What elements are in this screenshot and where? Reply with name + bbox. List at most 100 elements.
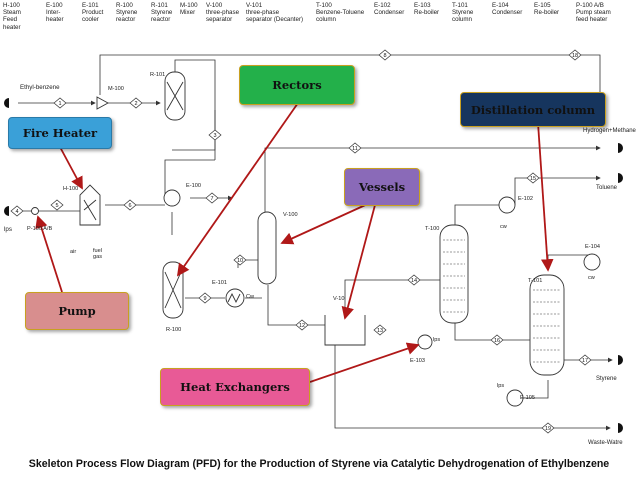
stream-marker-3: 3 <box>208 129 222 141</box>
stream-marker-18: 18 <box>568 49 582 61</box>
stream-number-19: 19 <box>545 426 551 432</box>
stream-marker-6: 6 <box>123 199 137 211</box>
stream-number-13: 13 <box>377 328 383 334</box>
legend-item-m-100: M-100 Mixer <box>180 2 198 17</box>
legend-item-r-101: R-101 Styrene reactor <box>151 2 173 24</box>
equip-label-h100: H-100 <box>63 186 79 192</box>
stream-marker-17: 17 <box>578 354 592 366</box>
legend-item-v-100: V-100 three-phase separator <box>206 2 240 24</box>
arrow-heat-exchangers <box>309 342 420 383</box>
stream-label-toluene: Toluene <box>596 185 618 191</box>
stream-marker-2: 2 <box>129 97 143 109</box>
vessel-v101-shape <box>324 315 366 346</box>
stream-marker-12: 12 <box>295 319 309 331</box>
stream-number-4: 4 <box>15 209 18 215</box>
stream-label-waste-water: Waste-Watre <box>588 440 623 446</box>
terminator-waste-water <box>618 423 623 433</box>
stream-marker-9: 9 <box>198 292 212 304</box>
terminator-lps <box>4 206 9 216</box>
stream-marker-11: 11 <box>348 142 362 154</box>
stream-marker-10: 10 <box>233 254 247 266</box>
terminator-ethylbenzene <box>4 98 9 108</box>
stream-number-15: 15 <box>530 176 536 182</box>
utility-label-cw-e104: cw <box>588 275 595 281</box>
exchanger-e103-shape <box>417 334 433 350</box>
legend-item-v-101: V-101 three-phase separator (Decanter) <box>246 2 304 24</box>
equip-label-m100: M-100 <box>108 86 124 92</box>
stream-marker-15: 15 <box>526 172 540 184</box>
stream-marker-13: 13 <box>373 324 387 336</box>
vessel-v100-shape <box>257 211 277 285</box>
stream-marker-8: 8 <box>378 49 392 61</box>
exchanger-e104-shape <box>583 253 601 271</box>
stream-number-11: 11 <box>352 146 358 152</box>
stream-marker-14: 14 <box>407 274 421 286</box>
stream-number-3: 3 <box>213 133 216 139</box>
legend-item-e-102: E-102 Condenser <box>374 2 405 17</box>
legend-item-r-100: R-100 Styrene reactor <box>116 2 138 24</box>
stream-number-1: 1 <box>58 101 61 107</box>
equip-label-e104: E-104 <box>585 244 600 250</box>
legend-item-h-100: H-100 Steam Feed heater <box>3 2 21 31</box>
stream-marker-1: 1 <box>53 97 67 109</box>
legend-item-t-100: T-100 Benzene-Toluene column <box>316 2 365 24</box>
arrow-pump <box>35 215 63 293</box>
equip-label-e100: E-100 <box>186 183 201 189</box>
stream-marker-16: 16 <box>490 334 504 346</box>
equip-label-r101: R-101 <box>150 72 166 78</box>
equip-label-t100: T-100 <box>425 226 440 232</box>
legend-item-e-100: E-100 Inter- heater <box>46 2 64 24</box>
callout-fire-heater: Fire Heater <box>8 117 112 149</box>
reactor-r101-bed <box>166 81 184 111</box>
utility-label-fuel-gas: fuel gas <box>93 248 103 260</box>
column-t100-shape <box>439 224 469 324</box>
arrow-rectors <box>176 102 299 277</box>
arrow-fire-heater <box>59 146 83 190</box>
stream-number-10: 10 <box>237 258 243 264</box>
legend-item-e-103: E-103 Re-boiler <box>414 2 440 17</box>
stream-label-ethylbenzene: Ethyl-benzene <box>20 84 60 91</box>
reactor-r100-bed <box>164 271 182 309</box>
arrow-vessels-2 <box>341 204 376 320</box>
callout-heat-exchangers: Heat Exchangers <box>160 368 310 406</box>
stream-number-5: 5 <box>55 203 58 209</box>
stream-marker-4: 4 <box>10 205 24 217</box>
exchanger-e105-shape <box>506 389 524 407</box>
equip-label-e105: E-105 <box>520 395 535 401</box>
equip-label-t101: T-101 <box>528 278 543 284</box>
equip-label-e102: E-102 <box>518 196 533 202</box>
stream-number-16: 16 <box>494 338 500 344</box>
legend-item-p-100-a-b: P-100 A/B Pump steam feed heater <box>576 2 611 24</box>
callout-pump: Pump <box>25 292 129 330</box>
callout-distillation-column: Distillation column <box>460 92 606 127</box>
legend-item-e-104: E-104 Condenser <box>492 2 523 17</box>
mixer-m100-shape <box>96 96 109 110</box>
equip-label-p100: P-100 A/B <box>27 226 53 232</box>
equip-label-r100: R-100 <box>166 327 182 333</box>
stream-number-2: 2 <box>134 101 137 107</box>
pump-p100-shape <box>31 207 39 215</box>
terminators <box>4 98 623 433</box>
stream-number-6: 6 <box>128 203 131 209</box>
utility-label-air: air <box>70 249 77 255</box>
equip-label-v101: V-10 <box>333 296 345 302</box>
figure-caption: Skeleton Process Flow Diagram (PFD) for … <box>28 458 610 470</box>
callout-vessels: Vessels <box>344 168 420 206</box>
equip-label-e103: E-103 <box>410 358 425 364</box>
terminator-toluene <box>618 173 623 183</box>
stream-number-8: 8 <box>383 53 386 59</box>
utility-label-cw-e101: Cw <box>246 294 255 300</box>
legend-item-t-101: T-101 Styrene column <box>452 2 474 24</box>
stream-number-18: 18 <box>572 53 578 59</box>
stream-number-7: 7 <box>210 196 213 202</box>
stream-number-14: 14 <box>411 278 417 284</box>
exchanger-e100-shape <box>163 189 181 207</box>
stream-number-9: 9 <box>203 296 206 302</box>
callout-arrows <box>35 102 554 383</box>
stream-number-17: 17 <box>582 358 588 364</box>
stream-number-12: 12 <box>299 323 305 329</box>
stream-label-styrene: Styrene <box>596 376 617 382</box>
callout-rectors: Rectors <box>239 65 355 105</box>
